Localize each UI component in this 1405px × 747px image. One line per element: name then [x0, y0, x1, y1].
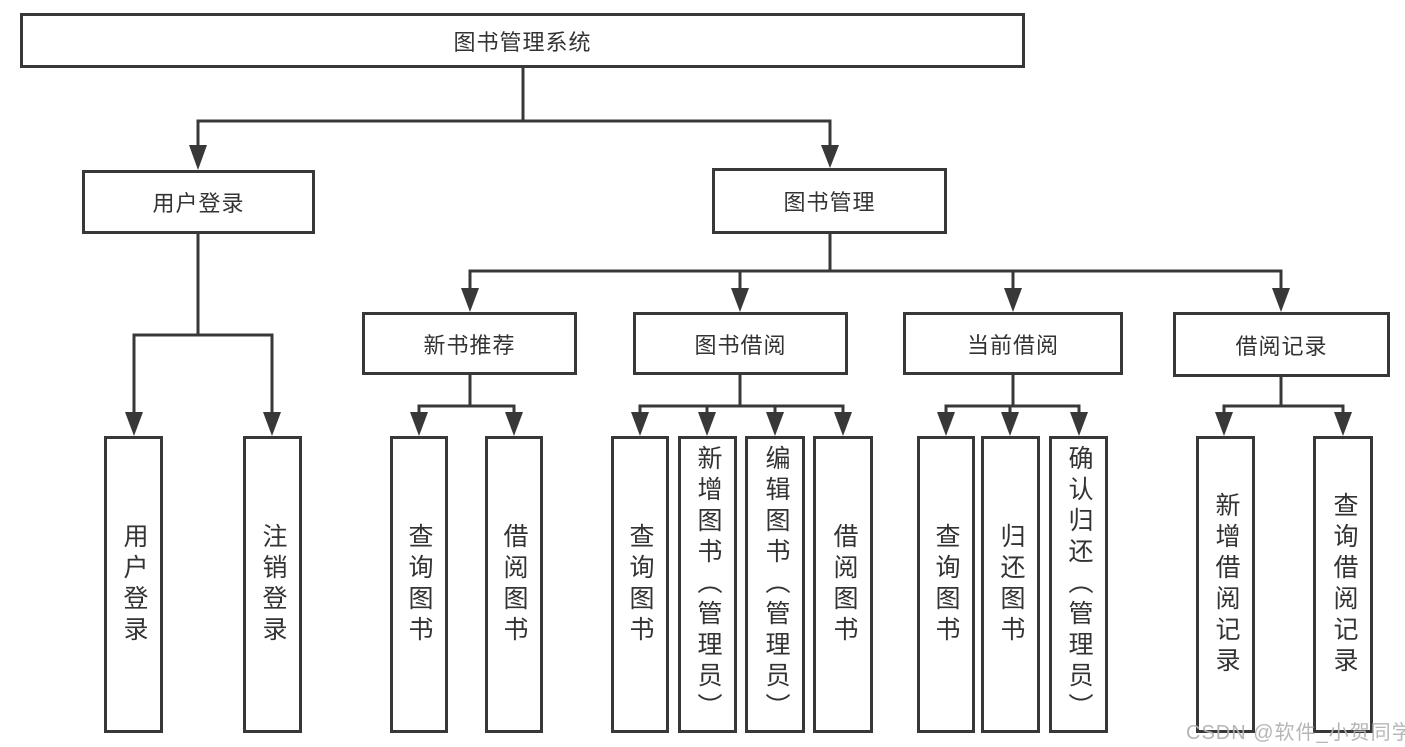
node-user-login: 用户登录 — [82, 170, 315, 234]
leaf-query-book-recommend: 查询图书 — [390, 436, 448, 733]
leaf-logout: 注销登录 — [243, 436, 302, 733]
arrowhead — [1215, 412, 1233, 436]
leaf-query-borrow-record: 查询借阅记录 — [1313, 436, 1373, 733]
leaf-add-borrow-record: 新增借阅记录 — [1196, 436, 1255, 733]
connector-book-borrowing-to-leaves — [638, 373, 845, 416]
arrowhead — [766, 412, 784, 436]
arrowhead — [631, 412, 649, 436]
node-borrowing-records: 借阅记录 — [1173, 312, 1390, 377]
leaf-user-login: 用户登录 — [104, 436, 163, 733]
csdn-watermark: CSDN @软件_小贺同学 — [1186, 722, 1405, 744]
arrowhead — [821, 145, 839, 168]
arrowhead — [125, 412, 143, 436]
node-current-borrowing: 当前借阅 — [903, 312, 1123, 375]
arrowhead — [263, 412, 281, 436]
connector-current-borrowing-to-leaves — [944, 373, 1081, 416]
arrowhead — [410, 412, 428, 436]
leaf-borrow-book-borrowing: 借阅图书 — [813, 436, 873, 733]
node-book-borrowing: 图书借阅 — [633, 312, 848, 375]
arrowhead — [1001, 412, 1019, 436]
connector-new-book-recommendation-to-leaves — [417, 373, 516, 416]
leaf-confirm-return-admin: 确认归还（管理员） — [1049, 436, 1108, 733]
leaf-return-book: 归还图书 — [981, 436, 1040, 733]
leaf-borrow-book-recommend: 借阅图书 — [485, 436, 543, 733]
node-book-management: 图书管理 — [712, 168, 947, 234]
leaf-query-book-current: 查询图书 — [917, 436, 975, 733]
leaf-add-book-admin: 新增图书（管理员） — [678, 436, 737, 733]
node-library-system: 图书管理系统 — [20, 13, 1025, 68]
arrowhead — [834, 412, 852, 436]
arrowhead — [461, 288, 479, 312]
leaf-query-book-borrowing: 查询图书 — [611, 436, 669, 733]
arrowhead — [1070, 412, 1088, 436]
arrowhead — [1334, 412, 1352, 436]
connector-book-management-to-level3 — [468, 232, 1283, 292]
arrowhead — [505, 412, 523, 436]
arrowhead — [731, 288, 749, 312]
arrowhead — [1272, 288, 1290, 312]
connector-root-to-level2 — [196, 66, 832, 150]
node-new-book-recommendation: 新书推荐 — [362, 312, 577, 375]
leaf-edit-book-admin: 编辑图书（管理员） — [745, 436, 805, 733]
arrowhead — [937, 412, 955, 436]
connector-user-login-to-leaves — [132, 232, 274, 415]
arrowhead — [1004, 288, 1022, 312]
arrowhead — [698, 412, 716, 436]
arrowhead — [189, 145, 207, 170]
connector-borrowing-records-to-leaves — [1222, 375, 1345, 416]
